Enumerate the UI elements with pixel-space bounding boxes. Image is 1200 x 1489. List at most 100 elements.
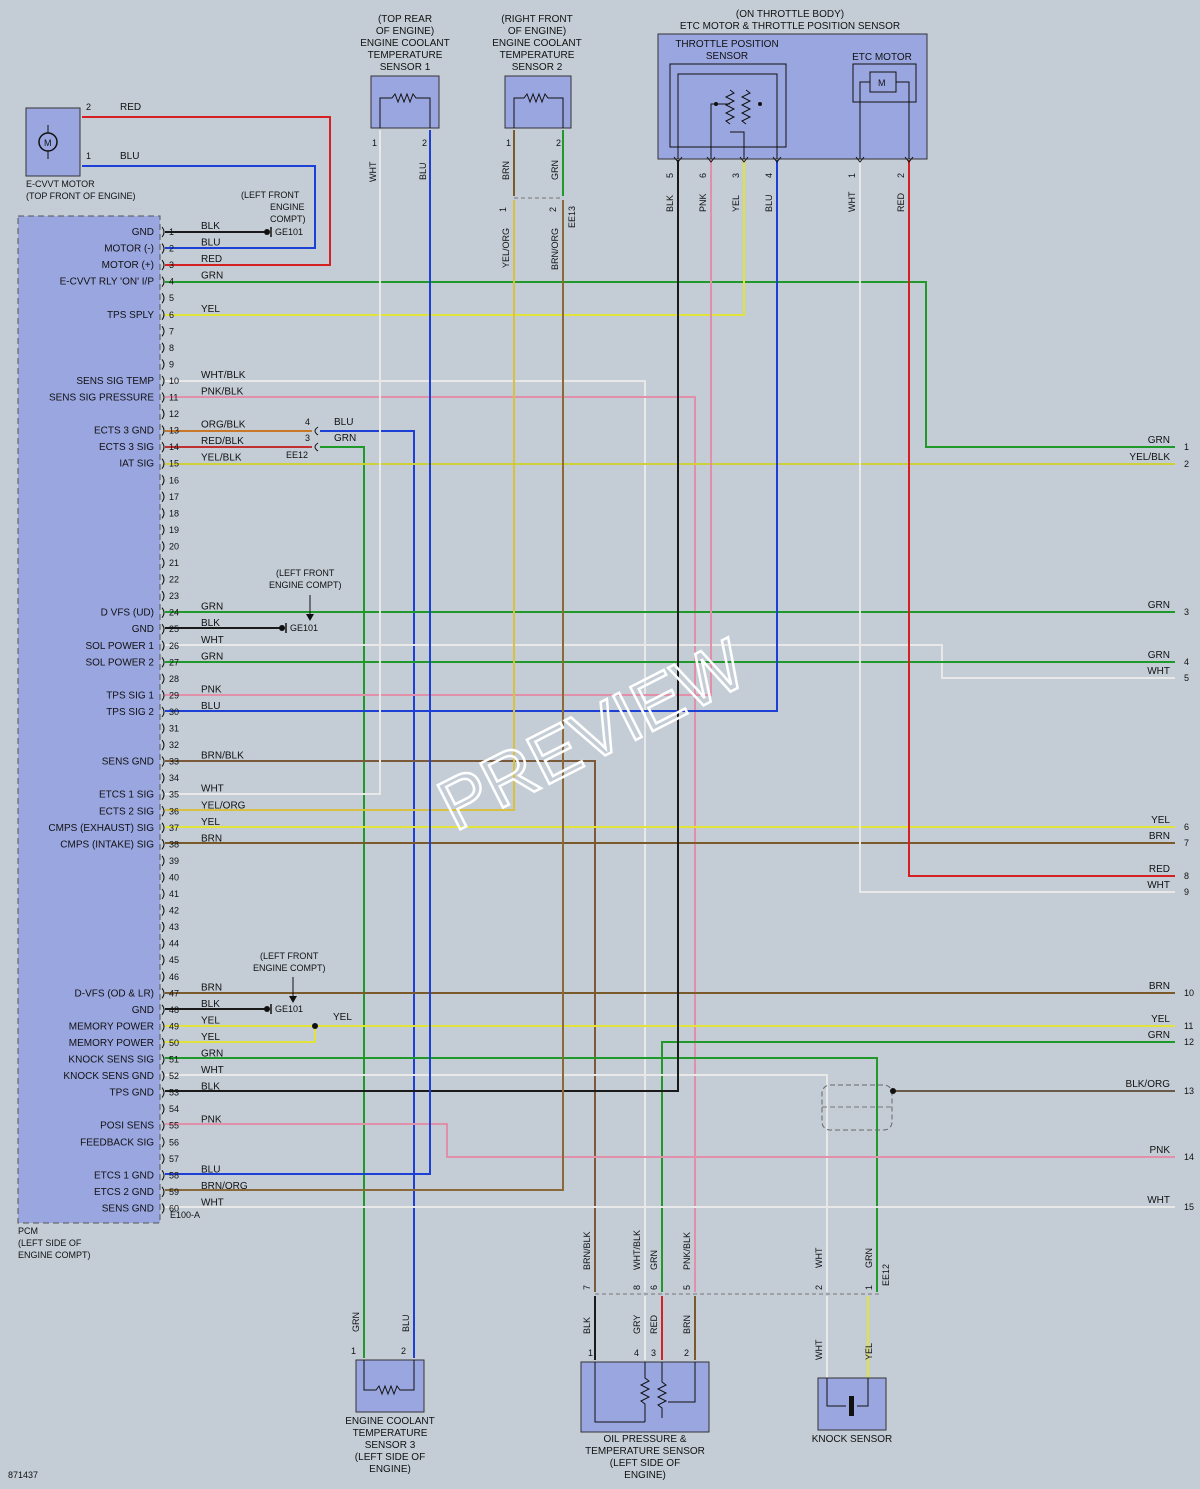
right-output-wire-color: GRN	[1148, 435, 1170, 446]
etc-lead-1	[859, 81, 870, 159]
ge101-ground-2: (LEFT FRONT ENGINE COMPT) GE101	[269, 568, 342, 633]
right-output-number: 10	[1184, 988, 1194, 998]
pcm-pin-number: 6	[169, 310, 174, 320]
pcm-pin-signal: D VFS (UD)	[101, 608, 154, 619]
ects1-wire-wht: WHT	[368, 161, 378, 182]
ground-icon	[264, 1006, 270, 1012]
wire-pin35-wht	[165, 130, 381, 795]
pcm-pin-signal: MOTOR (-)	[104, 244, 154, 255]
pcm-pin-number: 48	[169, 1005, 179, 1015]
pcm-pin-number: 3	[169, 260, 174, 270]
right-output-number: 15	[1184, 1202, 1194, 1212]
oil-upper-pin-8: 8	[632, 1285, 642, 1290]
connector-icon	[161, 1070, 165, 1082]
ects1-title-4: TEMPERATURE	[368, 50, 443, 61]
pcm-pin-wire-color: RED	[201, 254, 222, 265]
pcm-pin-signal: POSI SENS	[100, 1121, 154, 1132]
wire-pin52-wht	[165, 1074, 828, 1292]
oil-lower-wire-3: RED	[649, 1314, 659, 1334]
pcm-pin-wire-color: WHT/BLK	[201, 370, 246, 381]
wire-pin51-grn	[165, 1057, 878, 1292]
thermistor-icon	[363, 1360, 415, 1396]
ects3-label-3: SENSOR 3	[365, 1440, 416, 1451]
resistor-icon	[639, 1362, 651, 1422]
oil-lower-pin-3: 3	[651, 1348, 656, 1358]
ge101-note-1-line-3: COMPT)	[270, 214, 306, 224]
oil-lower-wire-2: BRN	[682, 1315, 692, 1334]
ects1-pin-2: 2	[422, 138, 427, 148]
pcm-pin-number: 59	[169, 1187, 179, 1197]
ects3-pin-2: 2	[401, 1346, 406, 1356]
ecvvt-motor-box	[25, 107, 81, 177]
pcm-pin-number: 37	[169, 823, 179, 833]
right-output-number: 9	[1184, 887, 1189, 897]
throttle-title-1: (ON THROTTLE BODY)	[736, 9, 844, 20]
throttle-pin-number: 1	[847, 173, 857, 178]
connector-icon	[161, 1120, 165, 1132]
oil-label-4: ENGINE)	[624, 1470, 666, 1481]
pcm-pin-signal: ETCS 2 GND	[94, 1187, 154, 1198]
right-output-list: GRN1YEL/BLK2GRN3GRN4WHT5YEL6BRN7RED8WHT9…	[1126, 435, 1194, 1212]
throttle-body: (ON THROTTLE BODY) ETC MOTOR & THROTTLE …	[657, 9, 928, 212]
pcm-pin-signal: GND	[132, 227, 154, 238]
pcm-box	[17, 215, 161, 1224]
ee13-label: EE13	[567, 206, 577, 228]
ee12-connector-upper: 4 BLU 3 GRN EE12	[286, 417, 356, 460]
right-output-number: 12	[1184, 1037, 1194, 1047]
ects2-box	[504, 75, 572, 129]
pcm-pin-number: 17	[169, 492, 179, 502]
pcm-pin-wire-color: YEL/BLK	[201, 453, 242, 464]
pcm-pin-signal: SOL POWER 2	[85, 657, 154, 668]
connector-icon	[161, 673, 165, 685]
pcm-pin-signal: TPS SIG 2	[106, 707, 154, 718]
pcm-pin-signal: GND	[132, 1005, 154, 1016]
thermistor-icon	[513, 92, 564, 128]
oil-label-2: TEMPERATURE SENSOR	[585, 1446, 705, 1457]
pcm-pin-wire-color: WHT	[201, 1065, 224, 1076]
ects3-label-4: (LEFT SIDE OF	[355, 1452, 425, 1463]
pcm-pin-wire-color: BRN	[201, 833, 222, 844]
pcm-pin-number: 43	[169, 922, 179, 932]
pcm-pin-number: 57	[169, 1154, 179, 1164]
connector-icon	[161, 1087, 165, 1098]
right-output-wire-color: YEL	[1151, 1014, 1170, 1025]
ects2-title-4: TEMPERATURE	[500, 50, 575, 61]
connector-icon	[161, 872, 165, 883]
oil-sensor: BRN/BLK WHT/BLK GRN PNK/BLK 7 8 6 5 BLK …	[580, 1230, 880, 1481]
pin-arrow-icon	[772, 156, 782, 163]
pin-arrow-icon	[673, 156, 683, 163]
right-output-number: 13	[1184, 1086, 1194, 1096]
ground-icon	[264, 229, 270, 235]
pcm-pin-wire-color: GRN	[201, 1049, 223, 1060]
wire-pin10-whtblk	[165, 380, 646, 1292]
connector-icon	[161, 1153, 165, 1165]
right-output-number: 11	[1184, 1021, 1193, 1031]
memory-yel-label: YEL	[333, 1012, 352, 1023]
pcm-pin-signal: D-VFS (OD & LR)	[75, 988, 154, 999]
throttle-body-box	[657, 33, 928, 160]
pcm-pin-number: 8	[169, 343, 174, 353]
wire-pin58-blu	[165, 130, 431, 1175]
oil-label-3: (LEFT SIDE OF	[610, 1458, 680, 1469]
pin-arrow-icon	[739, 156, 749, 163]
wire-pin29-pnk	[165, 160, 712, 696]
pcm-label-line-1: PCM	[18, 1226, 38, 1236]
pcm-pin-number: 53	[169, 1088, 179, 1098]
ects1-sensor: (TOP REAR OF ENGINE) ENGINE COOLANT TEMP…	[360, 14, 449, 182]
knock-lower-wire-wht: WHT	[814, 1339, 824, 1360]
piezo-icon	[849, 1396, 854, 1416]
oil-upper-pin-5: 5	[682, 1285, 692, 1290]
pcm-pin-number: 58	[169, 1170, 179, 1180]
pcm-label-line-3: ENGINE COMPT)	[18, 1250, 91, 1260]
throttle-pin-number: 6	[698, 173, 708, 178]
connector-icon	[161, 1037, 165, 1049]
knock-sensor: WHT GRN 2 1 EE12 WHT YEL KNOCK SENSOR	[812, 1247, 893, 1445]
figure-id: 871437	[8, 1470, 38, 1480]
pcm-pin-number: 30	[169, 707, 179, 717]
pcm-pin-signal: SOL POWER 1	[85, 641, 154, 652]
tps-outer-loop	[677, 73, 778, 159]
ects1-title-5: SENSOR 1	[380, 62, 431, 73]
ects2-wire-yelorg: YEL/ORG	[501, 228, 511, 268]
wire-etc-wht	[859, 160, 1175, 893]
oil-circuit-2	[668, 1362, 696, 1403]
